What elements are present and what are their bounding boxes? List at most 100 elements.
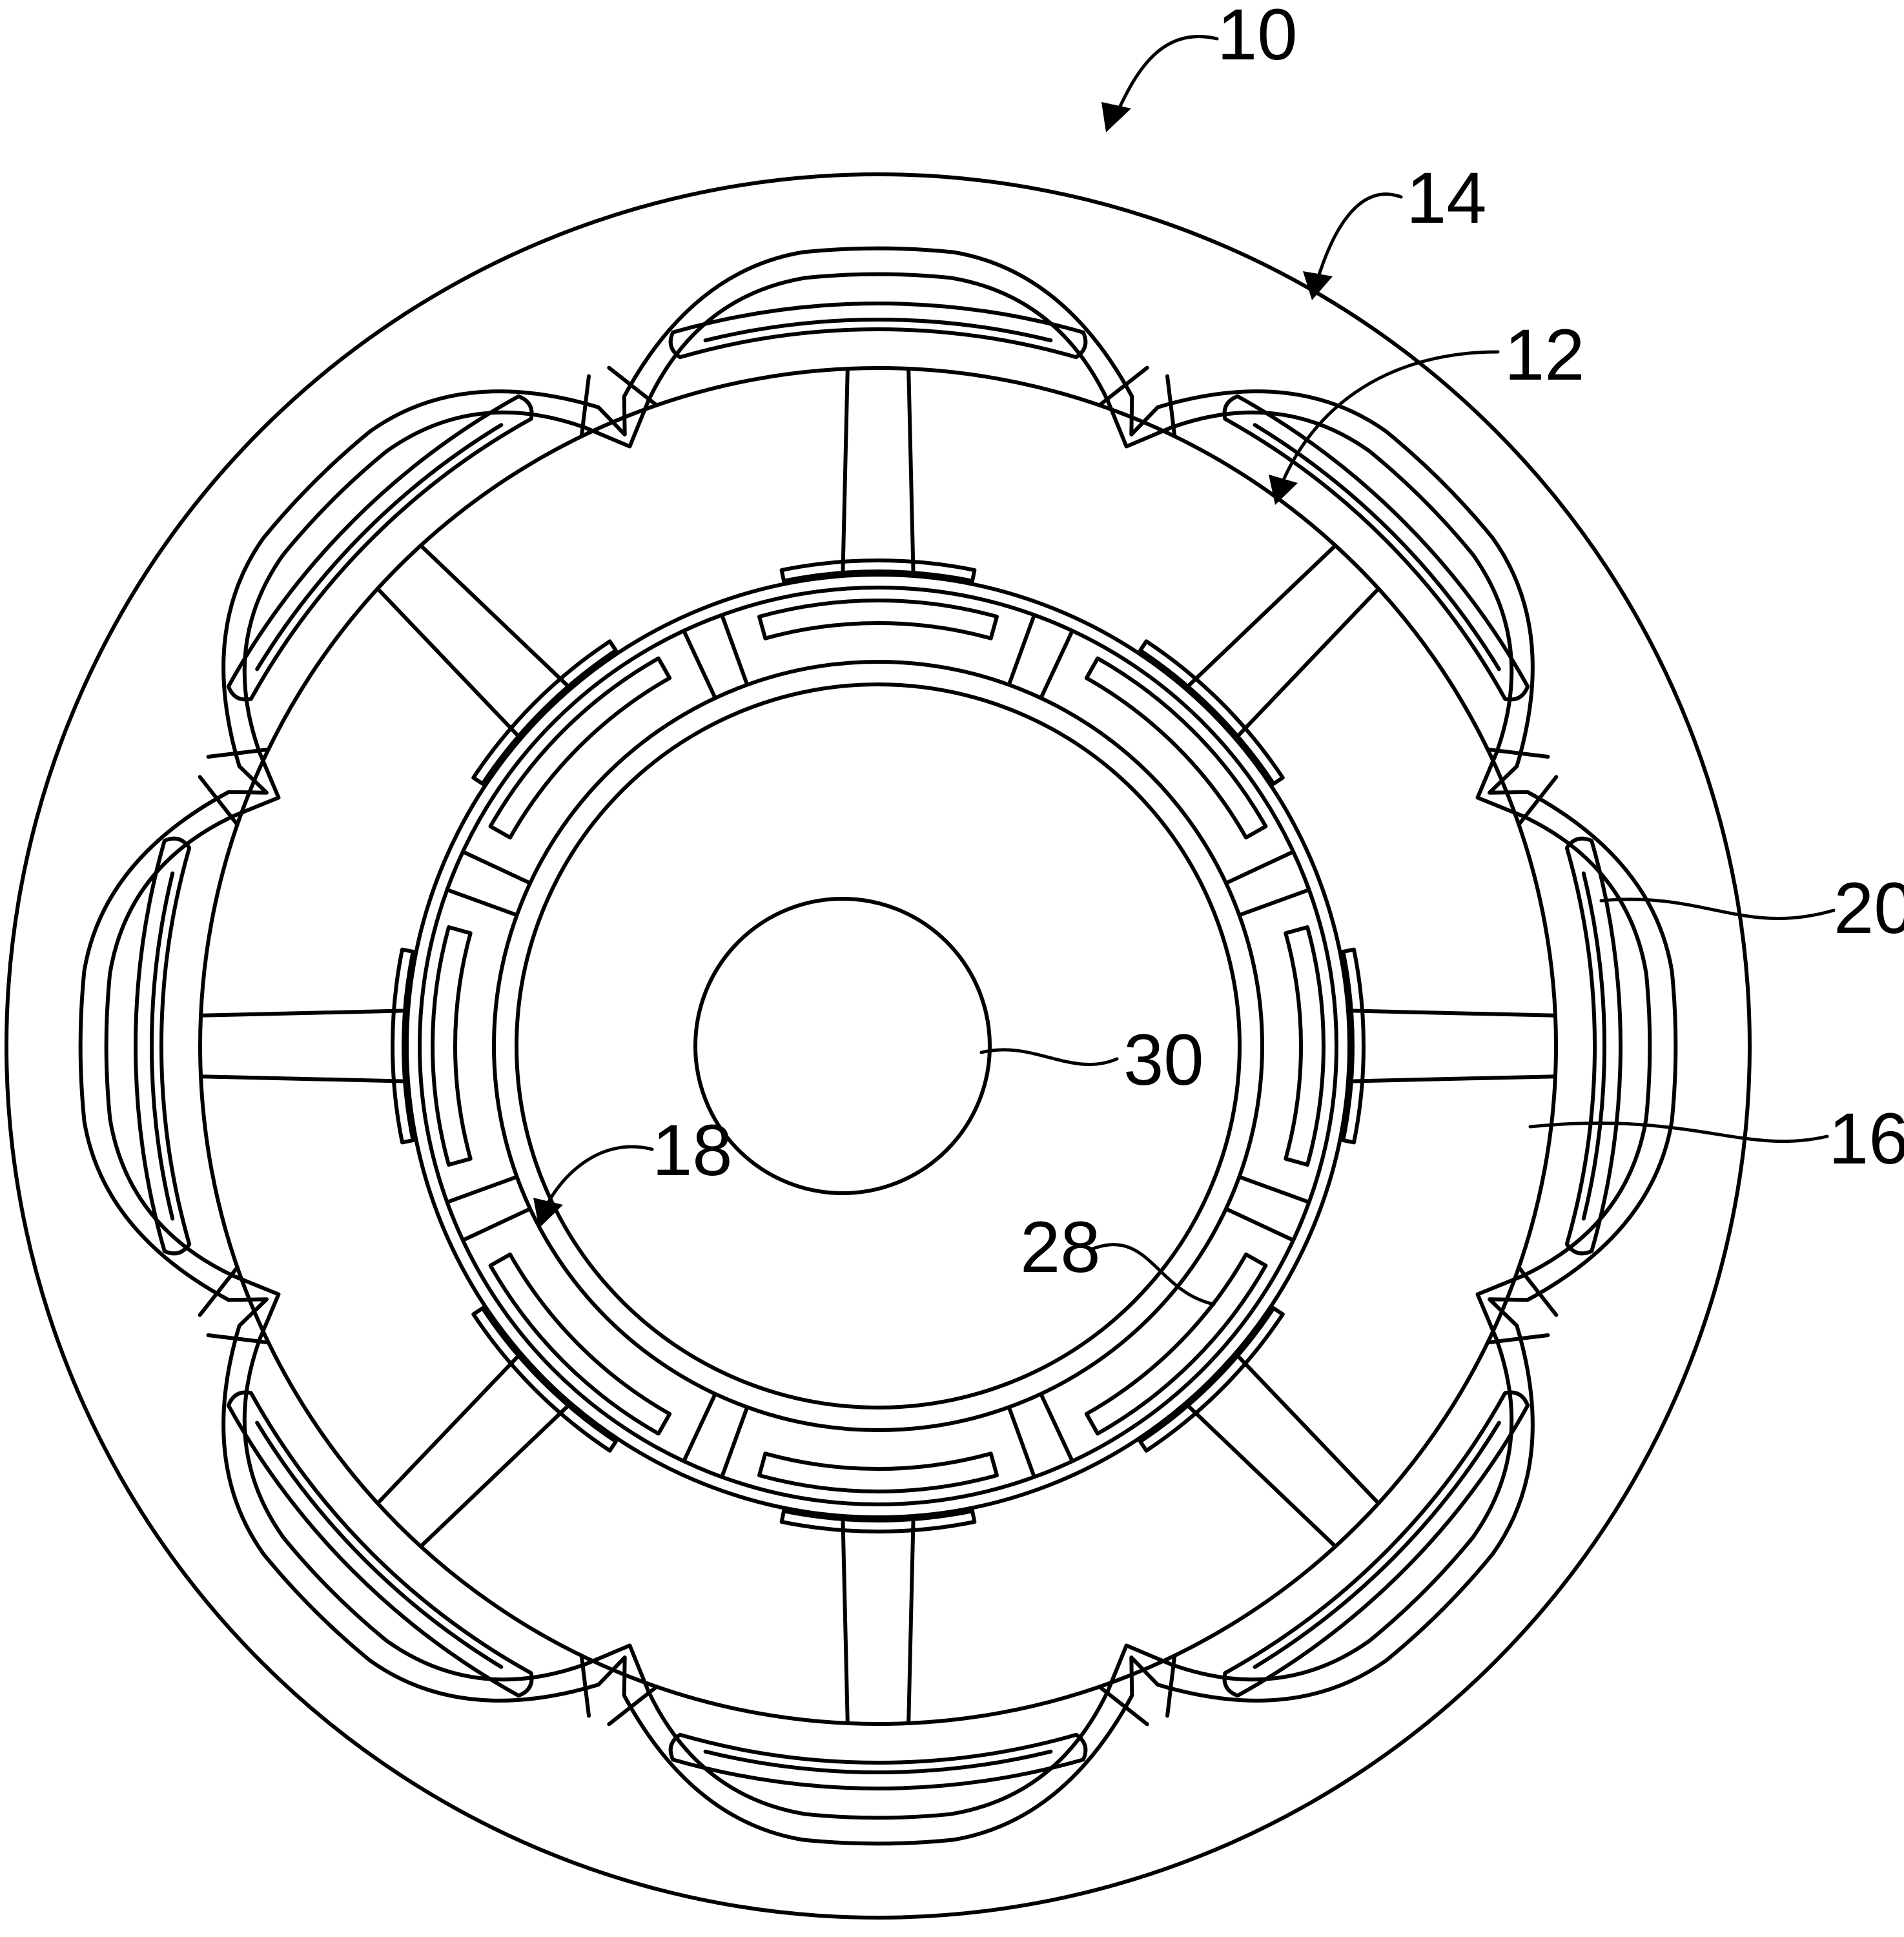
pole-coil-inner-line — [255, 423, 504, 671]
pole-spoke — [1183, 543, 1381, 741]
pole-spoke — [841, 367, 916, 579]
rotor-slots — [431, 599, 1326, 1493]
rotor-slot — [682, 1391, 999, 1493]
rotor-slot-outline — [757, 599, 999, 641]
pole-spoke — [375, 543, 573, 741]
pole-coil-inner-line — [703, 317, 1053, 343]
lobe-separator — [1486, 1265, 1559, 1345]
rotor-slot — [488, 613, 750, 840]
pole-coil — [1222, 1390, 1530, 1698]
arrowhead-12 — [1269, 475, 1298, 505]
rotor-slot — [1007, 1252, 1268, 1479]
pole-coil — [1564, 836, 1622, 1256]
pole-pad — [471, 639, 618, 786]
leader-10 — [1115, 35, 1219, 115]
pole-spoke — [199, 1009, 411, 1083]
leader-16 — [1528, 1122, 1829, 1143]
pole-pad — [779, 1509, 977, 1533]
rotor-outer-ring — [418, 586, 1338, 1506]
rotor-slot-outline — [1284, 925, 1326, 1167]
lobe-separator — [579, 1654, 659, 1727]
pole-coil — [226, 394, 534, 702]
rotor-slot — [1223, 925, 1326, 1242]
ref-18: 18 — [652, 1110, 733, 1191]
leader-14 — [1315, 192, 1403, 283]
leader-12 — [1280, 350, 1500, 486]
arrowhead-18 — [533, 1198, 563, 1228]
rotor-bar — [682, 613, 750, 701]
pole-spoke — [841, 1513, 916, 1725]
pole-coil-inner-line — [703, 1749, 1053, 1775]
pole-coil-inner-line — [1581, 871, 1607, 1221]
pole-coil-inner-line — [1253, 1420, 1501, 1669]
arrowhead-10 — [1101, 102, 1131, 132]
stator-pole — [1341, 836, 1622, 1345]
pole-pad — [1341, 947, 1366, 1145]
stator-poles — [134, 302, 1622, 1790]
rotor-bar — [1007, 613, 1074, 701]
rotor-slot-outline — [488, 656, 672, 840]
rotor-slot-outline — [431, 925, 473, 1167]
rotor-bar — [682, 1391, 750, 1479]
ref-16: 16 — [1828, 1098, 1904, 1179]
rotor-slot-outline — [1084, 656, 1268, 840]
pole-spoke — [375, 1351, 573, 1549]
pole-coil-inner-line — [255, 1420, 504, 1669]
ref-30: 30 — [1123, 1020, 1204, 1100]
leader-18 — [544, 1145, 654, 1209]
outer-housing-ring — [5, 172, 1752, 1920]
rotor-bar — [1223, 1174, 1311, 1242]
pole-coil — [134, 836, 192, 1256]
rotor-inner-ring — [492, 660, 1264, 1432]
rotor-slot-outline — [1084, 1252, 1268, 1436]
ref-14: 14 — [1406, 158, 1487, 238]
pole-coil — [668, 302, 1088, 360]
pole-pad — [471, 1306, 618, 1453]
rotor-slot — [445, 1174, 672, 1436]
rotor-slot — [431, 850, 533, 1167]
stator-yoke-outer — [198, 366, 1558, 1726]
pole-coil-inner-line — [149, 871, 175, 1221]
rotor-slot — [757, 599, 1074, 701]
lobe-separator — [1097, 1654, 1177, 1727]
stator-yoke-inner — [405, 573, 1351, 1519]
stator-lobe-inner-outline — [104, 272, 1652, 1820]
ref-12: 12 — [1504, 314, 1585, 395]
pole-pad — [391, 947, 415, 1145]
lobe-separator — [198, 747, 271, 827]
pole-coil — [226, 1390, 534, 1698]
lobe-separator — [579, 365, 659, 438]
ref-28: 28 — [1020, 1207, 1101, 1287]
pole-coil — [668, 1732, 1088, 1790]
stator-pole — [1138, 394, 1559, 827]
pole-spoke — [1346, 1009, 1557, 1083]
rotor-slot-outline — [488, 1252, 672, 1436]
rotor-bar — [1007, 1391, 1074, 1479]
shaft — [693, 897, 992, 1195]
pole-pad — [1138, 639, 1285, 786]
ref-20: 20 — [1834, 868, 1904, 948]
pole-pad — [779, 559, 977, 583]
stator-pole — [579, 1509, 1088, 1790]
leader-20 — [1599, 897, 1836, 920]
rotor-slot — [1084, 656, 1311, 917]
stator-pole — [1097, 1306, 1530, 1727]
rotor-slot-outline — [757, 1451, 999, 1493]
stator-pole — [226, 365, 659, 786]
leader-28 — [1089, 1243, 1216, 1306]
rotor-bar — [1223, 850, 1311, 917]
leader-30 — [979, 1048, 1119, 1067]
rotor-bar — [445, 850, 533, 917]
stator-lobe-outline — [78, 246, 1678, 1846]
stator-pole — [198, 1265, 618, 1698]
lobe-separator — [1097, 365, 1177, 438]
ref-10: 10 — [1217, 0, 1298, 75]
stator-pole — [134, 747, 415, 1256]
lobe-separator — [198, 1265, 271, 1345]
lobe-separator — [1486, 747, 1559, 827]
pole-spoke — [1183, 1351, 1381, 1549]
pole-pad — [1138, 1306, 1285, 1453]
rotor-core — [515, 682, 1242, 1409]
pole-coil-inner-line — [1253, 423, 1501, 671]
